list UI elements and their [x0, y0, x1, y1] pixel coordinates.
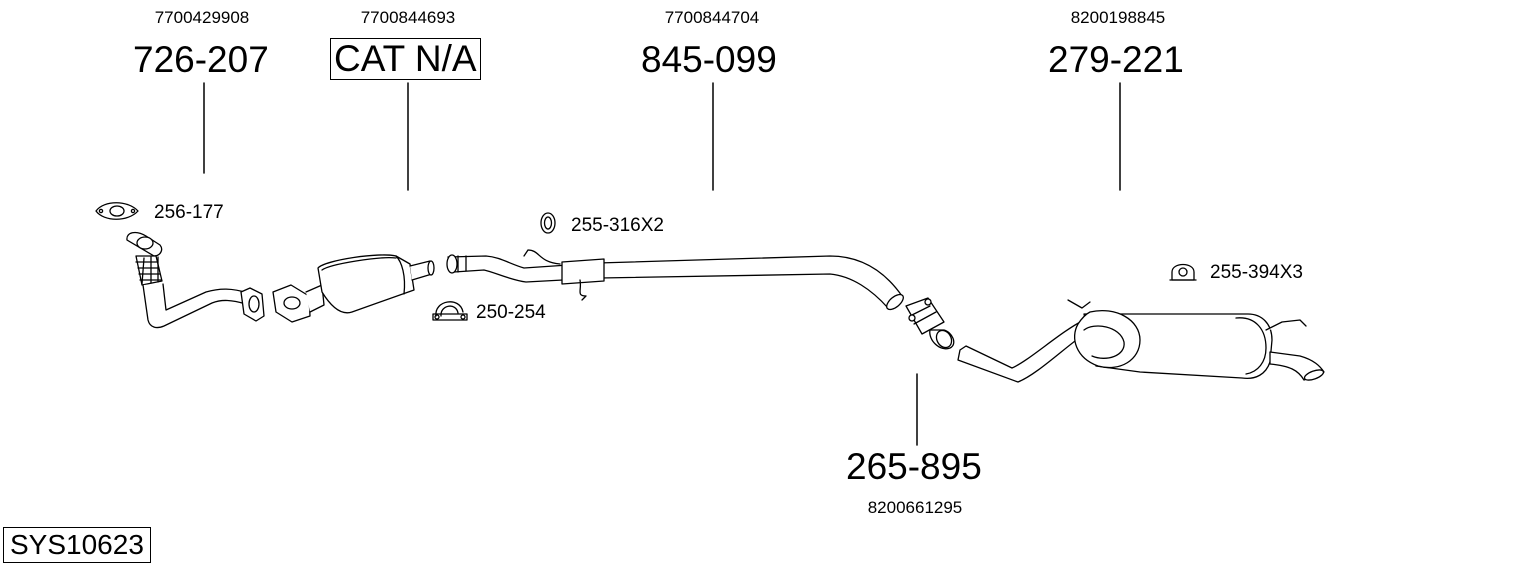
oem-number-726-207: 7700429908	[154, 8, 250, 27]
leader-lines	[203, 82, 1121, 446]
part-code-279-221[interactable]: 279-221	[1048, 39, 1184, 80]
oem-number-265-895: 8200661295	[867, 498, 963, 517]
rubber-hanger-icon[interactable]	[1169, 263, 1197, 281]
oem-number-cat: 7700844693	[360, 8, 456, 27]
front-pipe-726-207[interactable]	[126, 231, 265, 329]
part-code-845-099[interactable]: 845-099	[641, 39, 777, 80]
accessory-label-clamp[interactable]: 250-254	[476, 302, 546, 323]
oem-number-279-221: 8200198845	[1070, 8, 1166, 27]
accessory-label-hanger[interactable]: 255-394X3	[1210, 262, 1303, 283]
part-code-726-207[interactable]: 726-207	[133, 39, 269, 80]
oem-number-845-099: 7700844704	[664, 8, 760, 27]
clamp-icon[interactable]	[432, 301, 468, 321]
system-id-label: SYS10623	[3, 527, 151, 563]
accessory-label-ring[interactable]: 255-316X2	[571, 215, 664, 236]
middle-pipe-845-099[interactable]	[446, 249, 906, 312]
rear-silencer-279-221[interactable]	[957, 299, 1325, 383]
gasket-icon[interactable]	[95, 202, 139, 220]
catalytic-converter[interactable]	[272, 254, 435, 323]
accessory-label-gasket[interactable]: 256-177	[154, 202, 224, 223]
ring-icon[interactable]	[540, 212, 556, 234]
part-code-265-895[interactable]: 265-895	[846, 446, 982, 487]
clamp-265-895[interactable]	[905, 297, 955, 350]
part-code-cat[interactable]: CAT N/A	[330, 38, 481, 80]
